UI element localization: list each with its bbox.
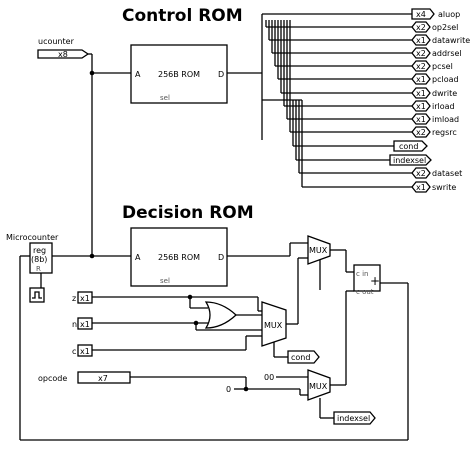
mux-bot xyxy=(307,369,331,401)
svg-text:dataset: dataset xyxy=(432,169,462,178)
svg-text:x2: x2 xyxy=(416,128,426,137)
mux-top xyxy=(307,235,331,265)
svg-text:x4: x4 xyxy=(416,10,426,19)
svg-text:x1: x1 xyxy=(416,183,426,192)
svg-text:cond: cond xyxy=(399,142,418,151)
decision-rom-port-sel: sel xyxy=(160,277,170,285)
svg-text:x1: x1 xyxy=(416,102,426,111)
output-pin: indexsel xyxy=(389,154,432,166)
decision-rom-label: 256B ROM xyxy=(158,253,200,262)
decision-rom-port-a: A xyxy=(135,253,141,262)
input-z-width: x1 xyxy=(80,294,90,303)
condition-input-wires xyxy=(92,294,262,351)
control-rom-port-d: D xyxy=(218,70,224,79)
svg-text:x2: x2 xyxy=(416,23,426,32)
adder-block xyxy=(353,264,381,292)
microcounter-sub: R xyxy=(36,265,41,273)
svg-text:pcsel: pcsel xyxy=(432,62,453,71)
svg-text:swrite: swrite xyxy=(432,183,456,192)
output-pin: x1 irload xyxy=(411,100,455,112)
output-pin: x1 pcload xyxy=(411,73,459,85)
svg-text:pcload: pcload xyxy=(432,75,459,84)
cond-tunnel xyxy=(287,350,320,364)
cond-tunnel-label: cond xyxy=(291,353,310,362)
microcounter-bits: (8b) xyxy=(31,255,47,264)
decision-rom-title: Decision ROM xyxy=(122,203,254,223)
svg-text:indexsel: indexsel xyxy=(393,156,426,165)
output-pin: x1 dwrite xyxy=(411,87,457,99)
decision-rom-port-d: D xyxy=(218,253,224,262)
control-rom-port-sel: sel xyxy=(160,94,170,102)
output-pin: x2 pcsel xyxy=(411,60,453,72)
output-pin: x1 imload xyxy=(411,113,459,125)
svg-text:x1: x1 xyxy=(416,75,426,84)
input-n-label: n xyxy=(72,320,77,329)
input-z-label: z xyxy=(72,294,76,303)
input-c-label: c xyxy=(72,347,76,356)
opcode-width: x7 xyxy=(98,374,108,383)
input-c-width: x1 xyxy=(80,347,90,356)
svg-text:x2: x2 xyxy=(416,49,426,58)
output-pin: x1 datawrite xyxy=(411,34,470,46)
svg-text:x1: x1 xyxy=(416,89,426,98)
svg-text:regsrc: regsrc xyxy=(432,128,457,137)
mux-bot-label: MUX xyxy=(309,382,328,391)
output-pin: x2 addrsel xyxy=(411,47,462,59)
constant-zero: 0 xyxy=(226,385,231,394)
svg-text:aluop: aluop xyxy=(438,10,460,19)
svg-text:datawrite: datawrite xyxy=(432,36,470,45)
output-pin: x4 aluop xyxy=(411,8,460,20)
output-pin: x1 swrite xyxy=(411,181,456,193)
input-n-width: x1 xyxy=(80,320,90,329)
output-pin: x2 op2sel xyxy=(411,21,458,33)
control-output-bus xyxy=(227,13,412,188)
output-pin: x2 dataset xyxy=(411,167,462,179)
mux-top-label: MUX xyxy=(309,246,328,255)
adder-c-in: c in xyxy=(356,270,368,278)
ucounter-width: x8 xyxy=(58,50,68,59)
svg-text:irload: irload xyxy=(432,102,455,111)
opcode-label: opcode xyxy=(38,374,67,383)
svg-text:x1: x1 xyxy=(416,36,426,45)
indexsel-tunnel xyxy=(333,411,376,425)
svg-text:dwrite: dwrite xyxy=(432,89,457,98)
constant-double-zero: 00 xyxy=(264,373,274,382)
or-gate xyxy=(204,301,237,329)
address-bus-wires xyxy=(52,53,131,259)
control-rom-label: 256B ROM xyxy=(158,70,200,79)
microcounter-reg-text: reg xyxy=(33,246,46,255)
microcounter-label: Microcounter xyxy=(6,233,59,242)
output-pin: cond xyxy=(393,140,428,152)
clock-icon xyxy=(29,287,45,303)
adder-plus: + xyxy=(370,274,380,288)
adder-c-out: c out xyxy=(356,288,374,296)
mux-mid-label: MUX xyxy=(264,321,283,330)
control-rom-port-a: A xyxy=(135,70,141,79)
svg-text:addrsel: addrsel xyxy=(432,49,462,58)
ucounter-tunnel xyxy=(37,49,90,59)
svg-text:x1: x1 xyxy=(416,115,426,124)
svg-text:op2sel: op2sel xyxy=(432,23,458,32)
opcode-wires xyxy=(130,376,308,396)
clock-wave xyxy=(32,291,42,299)
svg-text:x2: x2 xyxy=(416,169,426,178)
mux-mid xyxy=(261,301,287,347)
decision-rom-block xyxy=(130,227,228,287)
svg-text:x2: x2 xyxy=(416,62,426,71)
control-rom-title: Control ROM xyxy=(122,6,243,26)
output-pin: x2 regsrc xyxy=(411,126,457,138)
ucounter-label: ucounter xyxy=(38,37,75,46)
svg-text:imload: imload xyxy=(432,115,459,124)
control-rom-block xyxy=(130,44,228,104)
indexsel-tunnel-label: indexsel xyxy=(337,414,370,423)
